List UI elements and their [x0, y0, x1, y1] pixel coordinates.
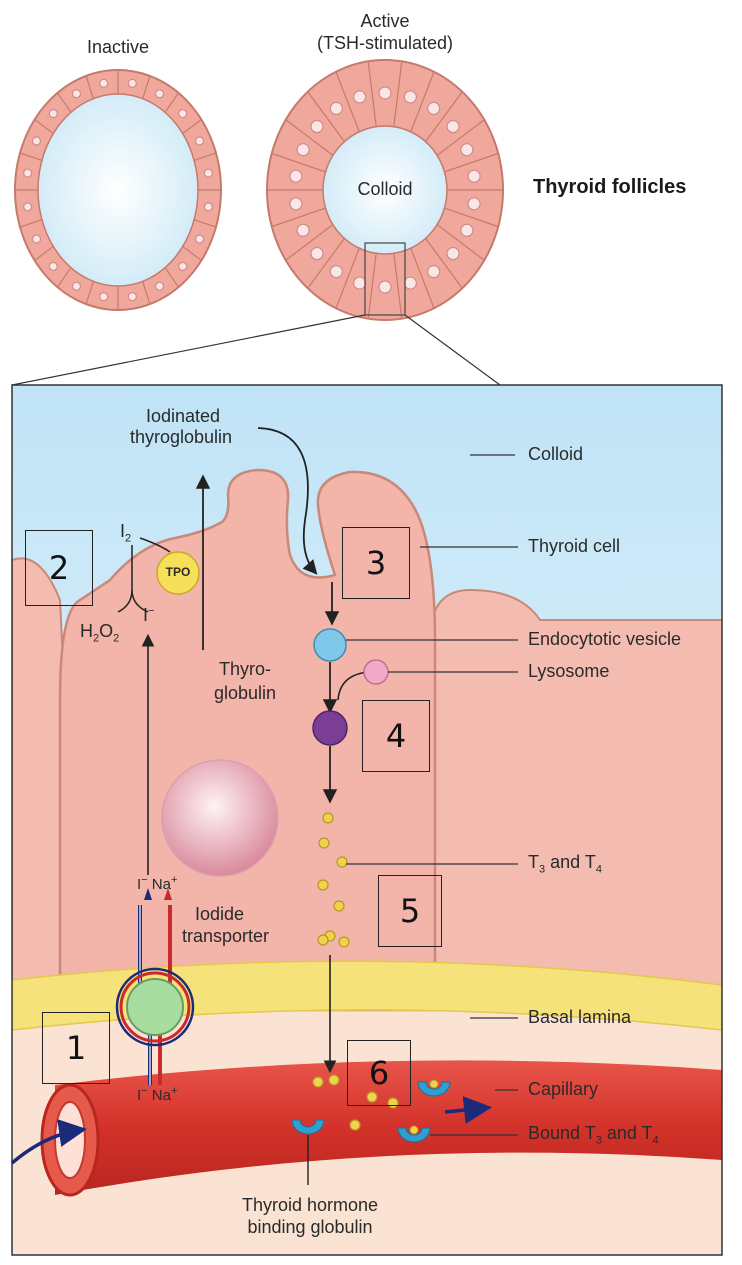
- cell-nucleus: [156, 90, 164, 98]
- phagolysosome: [313, 711, 347, 745]
- thyroid-follicles-heading: Thyroid follicles: [533, 176, 686, 198]
- zoom-line-right: [405, 315, 500, 385]
- tbg-label-1: Thyroid hormone: [200, 1196, 420, 1216]
- iodinated-label-1: Iodinated: [146, 407, 220, 427]
- step-box-1: 1: [42, 1012, 110, 1084]
- cell-nucleus: [428, 266, 440, 278]
- callout-colloid: Colloid: [528, 445, 583, 465]
- cell-nucleus: [32, 137, 40, 145]
- callout-thyroid-cell: Thyroid cell: [528, 537, 620, 557]
- cell-nucleus: [404, 277, 416, 289]
- nucleus: [162, 760, 278, 876]
- step-box-3: 3: [342, 527, 410, 599]
- cell-nucleus: [24, 203, 32, 211]
- transporter-label-2: transporter: [182, 927, 269, 947]
- cell-nucleus: [447, 120, 459, 132]
- cell-nucleus: [204, 169, 212, 177]
- cell-nucleus: [156, 282, 164, 290]
- transporter-label-1: Iodide: [195, 905, 244, 925]
- cell-nucleus: [72, 282, 80, 290]
- callout-bound-t3-t4: Bound T3 and T4: [528, 1124, 659, 1147]
- callout-capillary: Capillary: [528, 1080, 598, 1100]
- iodinated-label-2: thyroglobulin: [130, 428, 232, 448]
- cell-nucleus: [311, 120, 323, 132]
- cell-nucleus: [204, 203, 212, 211]
- cell-nucleus: [290, 198, 302, 210]
- cell-nucleus: [179, 110, 187, 118]
- tbg-label-2: binding globulin: [200, 1218, 420, 1238]
- cell-nucleus: [354, 91, 366, 103]
- iodide-label: I−: [143, 605, 154, 626]
- cell-nucleus: [311, 248, 323, 260]
- callout-basal-lamina: Basal lamina: [528, 1008, 631, 1028]
- cell-nucleus: [179, 262, 187, 270]
- i2-label: I2: [120, 522, 131, 545]
- cell-nucleus: [404, 91, 416, 103]
- inactive-follicle: [15, 70, 221, 310]
- step-box-5: 5: [378, 875, 442, 947]
- iodide-transporter: [127, 979, 183, 1035]
- cell-nucleus: [354, 277, 366, 289]
- cell-nucleus: [49, 262, 57, 270]
- lysosome: [364, 660, 388, 684]
- cell-nucleus: [330, 266, 342, 278]
- callout-t3-t4: T3 and T4: [528, 853, 602, 876]
- active-label: Active: [300, 12, 470, 32]
- cell-nucleus: [72, 90, 80, 98]
- step-box-6: 6: [347, 1040, 411, 1106]
- cell-nucleus: [196, 235, 204, 243]
- cell-nucleus: [461, 144, 473, 156]
- cell-nucleus: [196, 137, 204, 145]
- step-box-4: 4: [362, 700, 430, 772]
- active-label-sub: (TSH-stimulated): [300, 34, 470, 54]
- cell-nucleus: [100, 79, 108, 87]
- callout-endocytotic-vesicle: Endocytotic vesicle: [528, 630, 681, 650]
- endocytotic-vesicle: [314, 629, 346, 661]
- cell-nucleus: [468, 170, 480, 182]
- cell-nucleus: [128, 293, 136, 301]
- cell-nucleus: [297, 144, 309, 156]
- callout-lysosome: Lysosome: [528, 662, 609, 682]
- cell-nucleus: [447, 248, 459, 260]
- inactive-label: Inactive: [68, 38, 168, 58]
- cell-nucleus: [379, 87, 391, 99]
- cell-nucleus: [24, 169, 32, 177]
- h2o2-label: H2O2: [80, 622, 119, 645]
- cell-nucleus: [49, 110, 57, 118]
- cell-nucleus: [290, 170, 302, 182]
- thyroglobulin-label-1: Thyro-: [205, 660, 285, 680]
- cell-nucleus: [428, 102, 440, 114]
- cell-nucleus: [100, 293, 108, 301]
- step-box-2: 2: [25, 530, 93, 606]
- cell-nucleus: [468, 198, 480, 210]
- cell-nucleus: [461, 224, 473, 236]
- cell-nucleus: [128, 79, 136, 87]
- tpo-label: TPO: [160, 566, 196, 579]
- cell-nucleus: [379, 281, 391, 293]
- thyroglobulin-label-2: globulin: [205, 684, 285, 704]
- iodide-sodium-top: I− Na+: [137, 874, 177, 894]
- cell-nucleus: [330, 102, 342, 114]
- cell-nucleus: [32, 235, 40, 243]
- follicle-colloid-label: Colloid: [345, 180, 425, 200]
- zoom-line-left: [12, 315, 365, 385]
- cell-nucleus: [297, 224, 309, 236]
- iodide-sodium-bottom: I− Na+: [137, 1085, 177, 1105]
